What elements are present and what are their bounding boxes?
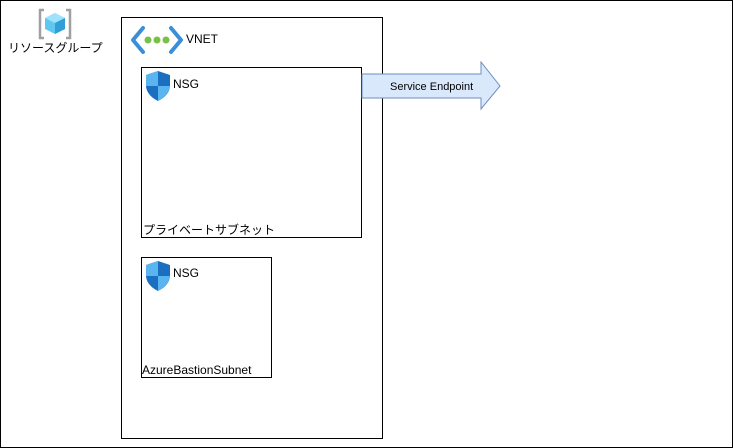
nsg-label: NSG	[173, 266, 200, 280]
service-endpoint-arrow	[361, 61, 501, 111]
subnet-name: プライベートサブネット	[143, 223, 276, 237]
shield-icon	[146, 261, 170, 291]
resource-group-icon	[38, 8, 72, 40]
subnet-private	[141, 67, 362, 238]
service-endpoint-label: Service Endpoint	[390, 81, 474, 93]
subnet-bastion	[141, 257, 272, 378]
resource-group-label: リソースグループ	[8, 41, 103, 55]
subnet-name: AzureBastionSubnet	[142, 363, 252, 377]
vnet-label: VNET	[186, 32, 219, 46]
nsg-label: NSG	[173, 77, 200, 91]
vnet-icon	[131, 26, 183, 54]
shield-icon	[146, 71, 170, 101]
